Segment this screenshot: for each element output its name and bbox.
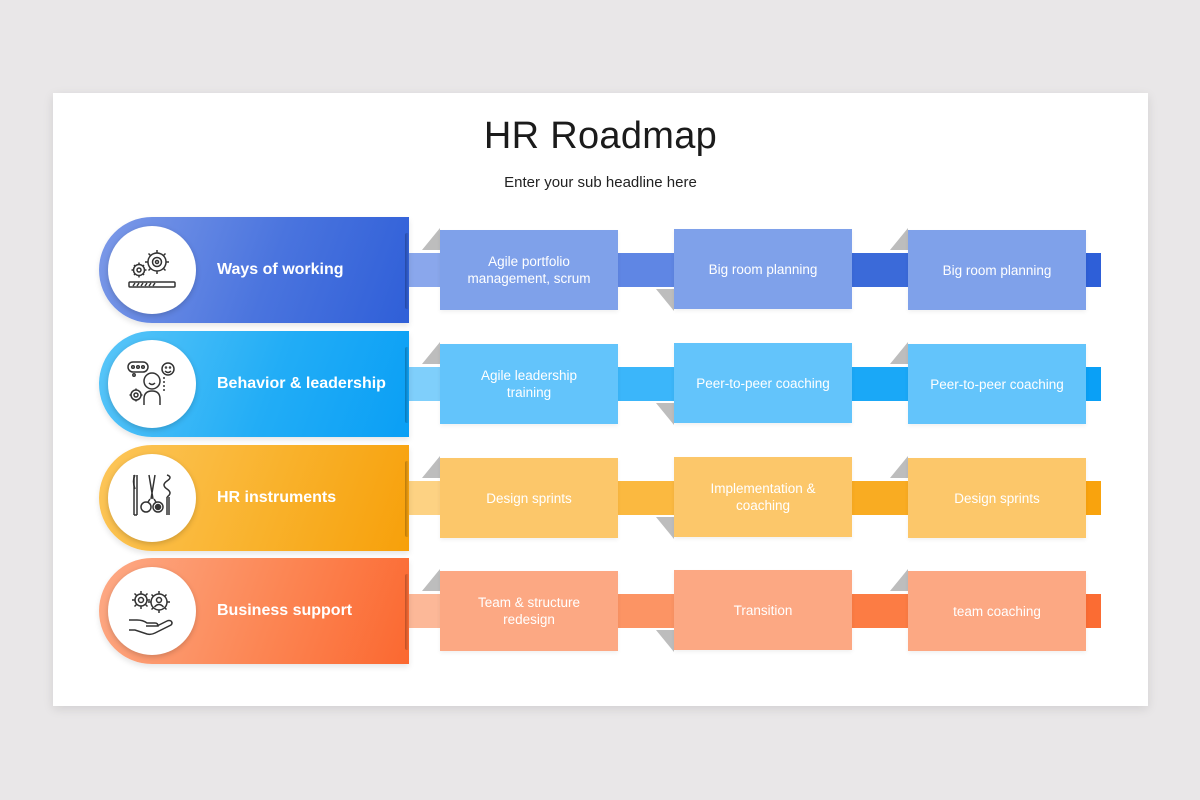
icon-circle <box>108 226 196 314</box>
roadmap-row-behavior-leadership: Behavior & leadership Agile leadership t… <box>53 331 1148 439</box>
fold-shadow <box>656 517 674 539</box>
fold-shadow <box>656 403 674 425</box>
fold-shadow <box>422 342 440 364</box>
slide-subtitle: Enter your sub headline here <box>504 174 697 191</box>
connector-bar <box>850 253 908 287</box>
fold-shadow <box>890 228 908 250</box>
step-box: Agile portfolio management, scrum <box>440 230 618 310</box>
fold-shadow <box>890 456 908 478</box>
slide: HR Roadmap Enter your sub headline here <box>53 93 1148 706</box>
connector-bar <box>616 594 674 628</box>
person-feedback-icon <box>124 359 180 409</box>
notch-shadow <box>405 233 409 309</box>
notch-shadow <box>405 347 409 423</box>
hand-gears-icon <box>125 586 179 636</box>
step-box: Team & structure redesign <box>440 571 618 651</box>
connector-bar-end <box>1084 367 1101 401</box>
icon-circle <box>108 454 196 542</box>
fold-shadow <box>890 569 908 591</box>
connector-bar <box>850 481 908 515</box>
connector-bar <box>616 481 674 515</box>
row-header: Business support <box>99 558 409 664</box>
fold-shadow <box>890 342 908 364</box>
connector-bar-end <box>1084 594 1101 628</box>
fold-shadow <box>422 228 440 250</box>
step-box: Design sprints <box>440 458 618 538</box>
instruments-icon <box>127 471 177 525</box>
notch-shadow <box>405 574 409 650</box>
roadmap-row-hr-instruments: HR instruments Design sprints Implementa… <box>53 445 1148 553</box>
icon-circle <box>108 340 196 428</box>
gears-progress-icon <box>124 246 180 294</box>
row-header: HR instruments <box>99 445 409 551</box>
fold-shadow <box>656 630 674 652</box>
step-box: Peer-to-peer coaching <box>674 343 852 423</box>
fold-shadow <box>656 289 674 311</box>
fold-shadow <box>422 569 440 591</box>
step-box: Agile leadership training <box>440 344 618 424</box>
connector-bar <box>616 253 674 287</box>
step-box: Peer-to-peer coaching <box>908 344 1086 424</box>
row-header: Ways of working <box>99 217 409 323</box>
connector-bar <box>850 594 908 628</box>
connector-bar-end <box>1084 253 1101 287</box>
row-header: Behavior & leadership <box>99 331 409 437</box>
step-box: Implementation & coaching <box>674 457 852 537</box>
connector-bar-end <box>1084 481 1101 515</box>
row-label: HR instruments <box>217 489 337 506</box>
fold-shadow <box>422 456 440 478</box>
step-box: team coaching <box>908 571 1086 651</box>
connector-bar <box>850 367 908 401</box>
icon-circle <box>108 567 196 655</box>
connector-bar <box>616 367 674 401</box>
row-label: Behavior & leadership <box>217 375 386 392</box>
step-box: Design sprints <box>908 458 1086 538</box>
step-box: Big room planning <box>908 230 1086 310</box>
step-box: Big room planning <box>674 229 852 309</box>
row-label: Business support <box>217 602 353 619</box>
roadmap-row-ways-of-working: Ways of working Agile portfolio manageme… <box>53 217 1148 325</box>
row-label: Ways of working <box>217 261 344 278</box>
step-box: Transition <box>674 570 852 650</box>
roadmap-row-business-support: Business support Team & structure redesi… <box>53 558 1148 666</box>
notch-shadow <box>405 461 409 537</box>
slide-title: HR Roadmap <box>483 115 718 157</box>
